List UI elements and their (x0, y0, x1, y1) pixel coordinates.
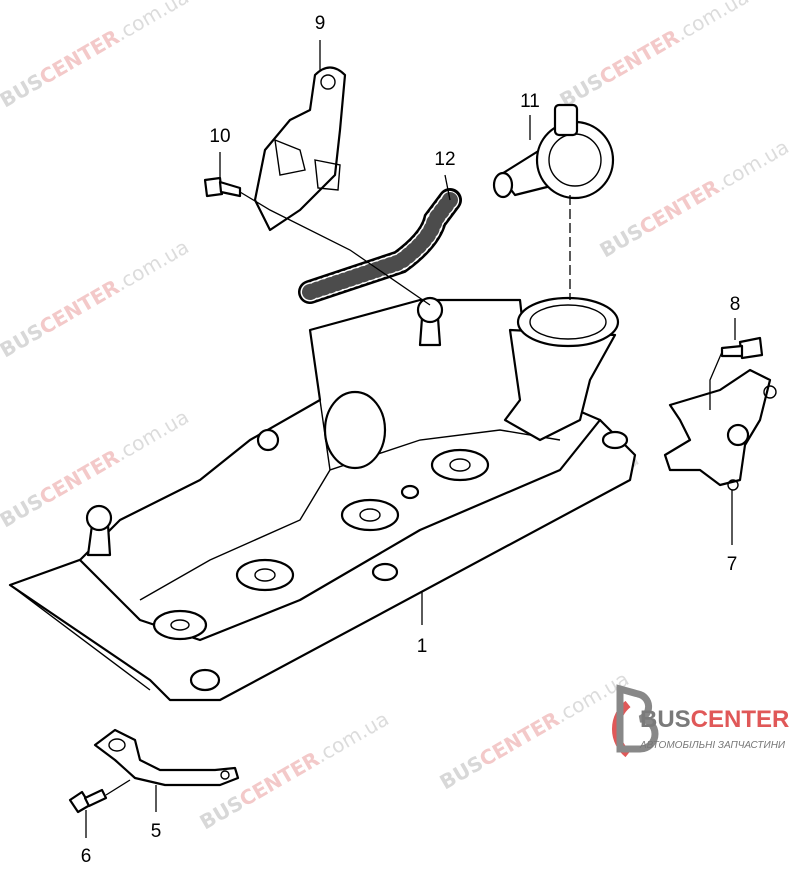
bolt-part-10 (203, 176, 242, 198)
breather-hose-part-12 (298, 188, 462, 304)
callout-11: 11 (520, 91, 540, 112)
bolt-part-8 (720, 336, 764, 360)
callout-5: 5 (151, 821, 162, 842)
valve-cover-part-1 (8, 296, 637, 702)
callout-10: 10 (209, 126, 230, 147)
bracket-part-9 (253, 66, 347, 232)
logo-b-mark-icon (612, 684, 659, 758)
leader-lines (85, 40, 736, 838)
callout-12: 12 (434, 149, 455, 170)
bolt-part-6 (68, 788, 108, 814)
callout-6: 6 (81, 846, 92, 867)
callout-numbers: 1 5 6 7 8 9 10 11 12 (81, 13, 741, 867)
callout-9: 9 (315, 13, 326, 34)
callout-8: 8 (730, 294, 741, 315)
bracket-part-7 (663, 368, 777, 491)
pressure-valve-part-11 (492, 103, 615, 200)
logo-tagline: АВТОМОБІЛЬНІ ЗАПЧАСТИНИ (640, 740, 786, 751)
buscenter-logo (600, 684, 800, 764)
logo-name: BUSCENTER (640, 706, 790, 733)
callout-7: 7 (727, 554, 738, 575)
bracket-part-5 (93, 728, 240, 787)
callout-1: 1 (417, 636, 428, 657)
